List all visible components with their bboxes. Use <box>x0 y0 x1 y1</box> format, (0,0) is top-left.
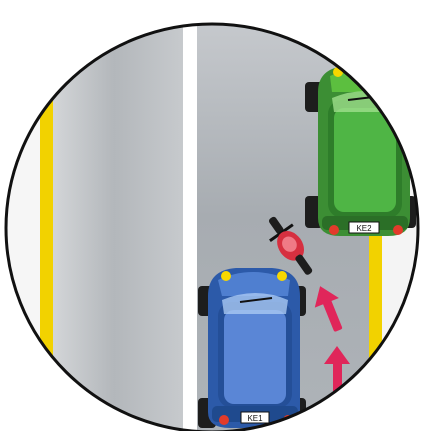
green-car-plate: KE2 <box>356 224 372 233</box>
center-line <box>183 0 197 431</box>
left-edge-line <box>40 0 53 431</box>
green-car: KE2 <box>305 66 416 236</box>
blue-car: KE1 <box>198 268 306 428</box>
left-lane <box>44 0 184 431</box>
blue-car-plate: KE1 <box>247 414 263 423</box>
